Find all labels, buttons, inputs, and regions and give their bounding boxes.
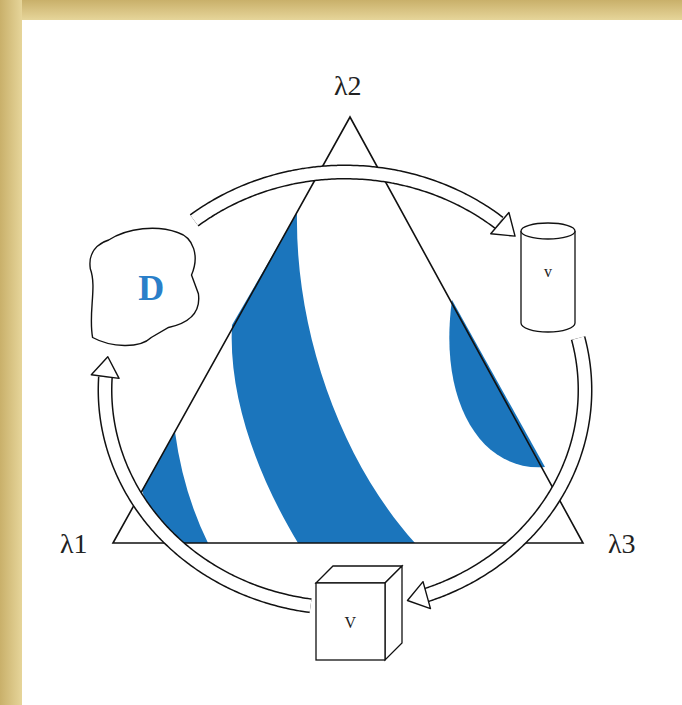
vertex-label: λ1 [60,530,88,558]
cylinder-top [521,223,575,239]
node-outline [315,565,403,661]
arrow-head [407,582,430,609]
cube-side [385,566,402,660]
cube-front [316,583,385,660]
arrow-shaft-fill [105,377,311,606]
cylinder-volume: v [520,222,576,332]
frame-left [0,0,22,705]
ring-arrow [194,172,515,236]
arrow-head [491,213,515,237]
arrow-shaft-fill [425,338,585,595]
node-label: D [138,267,164,309]
panel [22,20,682,705]
vertex-label: λ3 [608,530,636,558]
cube-volume: V [315,565,403,661]
arrow-shaft-outline [194,172,499,223]
arrow-shaft-fill [194,172,499,223]
frame-top [0,0,682,20]
blue-band [232,213,415,543]
node-label: v [544,263,552,281]
vertex-label: λ2 [334,72,362,100]
cylinder-body [521,231,575,332]
ring-arrow [407,338,585,609]
node-label: V [344,614,356,632]
blob-outline [90,228,199,345]
domain-blob: D [88,225,203,350]
arrow-shaft-outline [105,377,311,606]
arrow-shaft-outline [425,338,585,595]
simplex-triangle [113,117,583,543]
ring-arrow [91,357,310,606]
arrow-head [91,357,119,379]
